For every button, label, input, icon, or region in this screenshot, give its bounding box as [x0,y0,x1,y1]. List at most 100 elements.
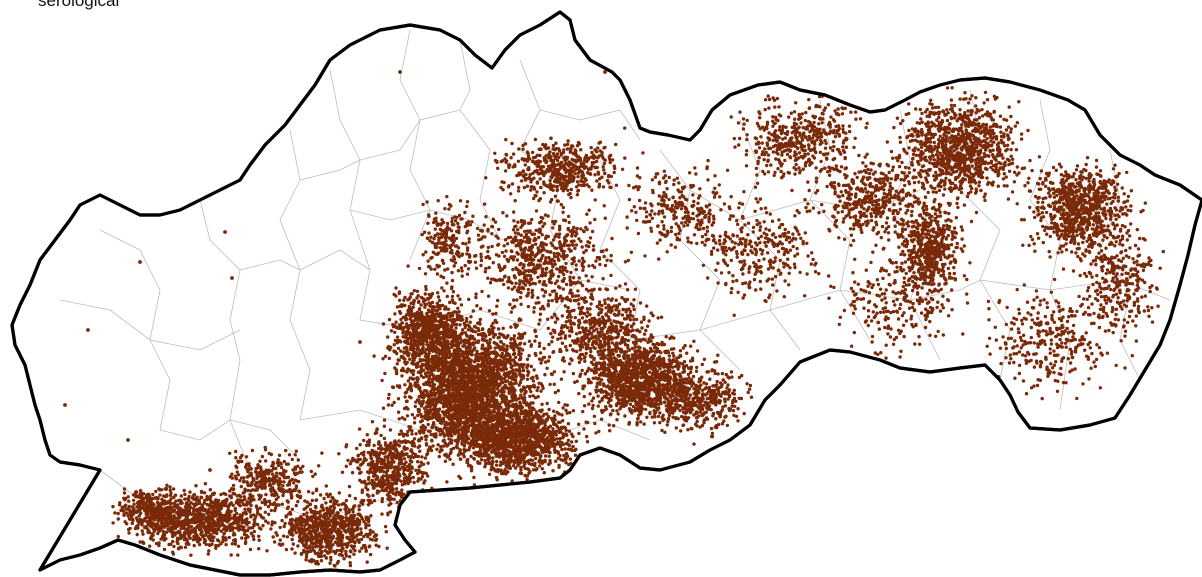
case-point [510,404,515,408]
case-point [531,446,536,451]
case-point [592,356,596,361]
case-point [479,416,484,420]
case-point [513,394,518,398]
case-point [524,435,528,439]
case-point [437,409,441,413]
case-point [487,437,491,441]
case-point [399,340,403,344]
case-point [444,364,448,368]
case-point [487,370,492,374]
case-point [439,349,444,353]
case-point [469,315,473,319]
case-point [509,337,513,341]
case-point [553,418,557,422]
case-point [522,444,526,448]
case-point [557,465,561,469]
case-point [582,404,587,408]
case-point [417,299,421,303]
case-point [416,384,420,388]
case-point [501,326,505,330]
case-point [474,452,478,456]
case-point [481,327,485,331]
case-point [411,377,415,381]
case-point [519,374,523,378]
case-point [531,450,535,455]
case-point [404,399,409,404]
case-point [498,383,502,387]
case-point [454,373,458,378]
case-point [451,376,455,380]
case-point [460,385,465,390]
case-point [555,410,559,415]
case-point [427,310,432,314]
case-point [507,375,512,380]
case-point [635,395,639,399]
map-title: serological [38,0,120,10]
case-point [434,432,438,436]
case-point [444,307,448,311]
case-point [409,306,413,310]
case-point [406,298,410,302]
case-point [462,391,466,396]
case-point [519,409,523,413]
case-point [404,390,409,394]
case-point [477,406,481,410]
case-point [491,369,496,373]
case-point [403,303,407,308]
case-point [456,306,460,310]
case-point [513,339,517,344]
case-point [498,394,503,398]
case-point [561,406,565,410]
case-point [519,336,523,341]
case-point [543,448,548,452]
case-point [467,416,471,421]
case-point [428,373,432,378]
case-point [507,391,511,395]
case-point [480,337,485,342]
case-point [544,438,549,442]
case-point [483,358,487,363]
district-boundary [329,69,371,321]
case-point [466,457,470,462]
district-boundary [539,109,641,141]
case-point [447,311,452,316]
case-point [395,351,399,356]
case-point [491,460,495,464]
case-point [457,424,461,428]
case-point [464,413,468,417]
case-point [479,458,484,462]
case-point [539,382,543,386]
case-point [420,419,424,423]
case-point [401,330,405,334]
case-point [455,315,460,319]
case-point [405,414,410,418]
case-point [471,388,475,392]
case-point [568,457,572,461]
district-boundary [659,149,741,371]
case-point [396,346,401,351]
case-point [527,458,531,463]
case-point [511,372,516,376]
case-point [483,410,488,414]
case-point [469,469,474,473]
case-point [481,388,485,392]
case-point [531,427,536,431]
case-point [503,354,508,358]
case-point [455,442,459,447]
case-point [424,352,429,357]
case-point [431,360,435,365]
case-point [475,372,479,376]
case-point [423,292,427,296]
case-point [410,361,414,365]
case-point [466,345,470,350]
case-point [495,428,499,432]
case-point [514,466,518,470]
case-point [440,378,444,383]
case-point [543,426,547,431]
case-point [464,431,468,436]
case-point [480,357,484,361]
case-point [484,420,488,425]
case-point [472,324,477,329]
case-point [455,370,459,374]
